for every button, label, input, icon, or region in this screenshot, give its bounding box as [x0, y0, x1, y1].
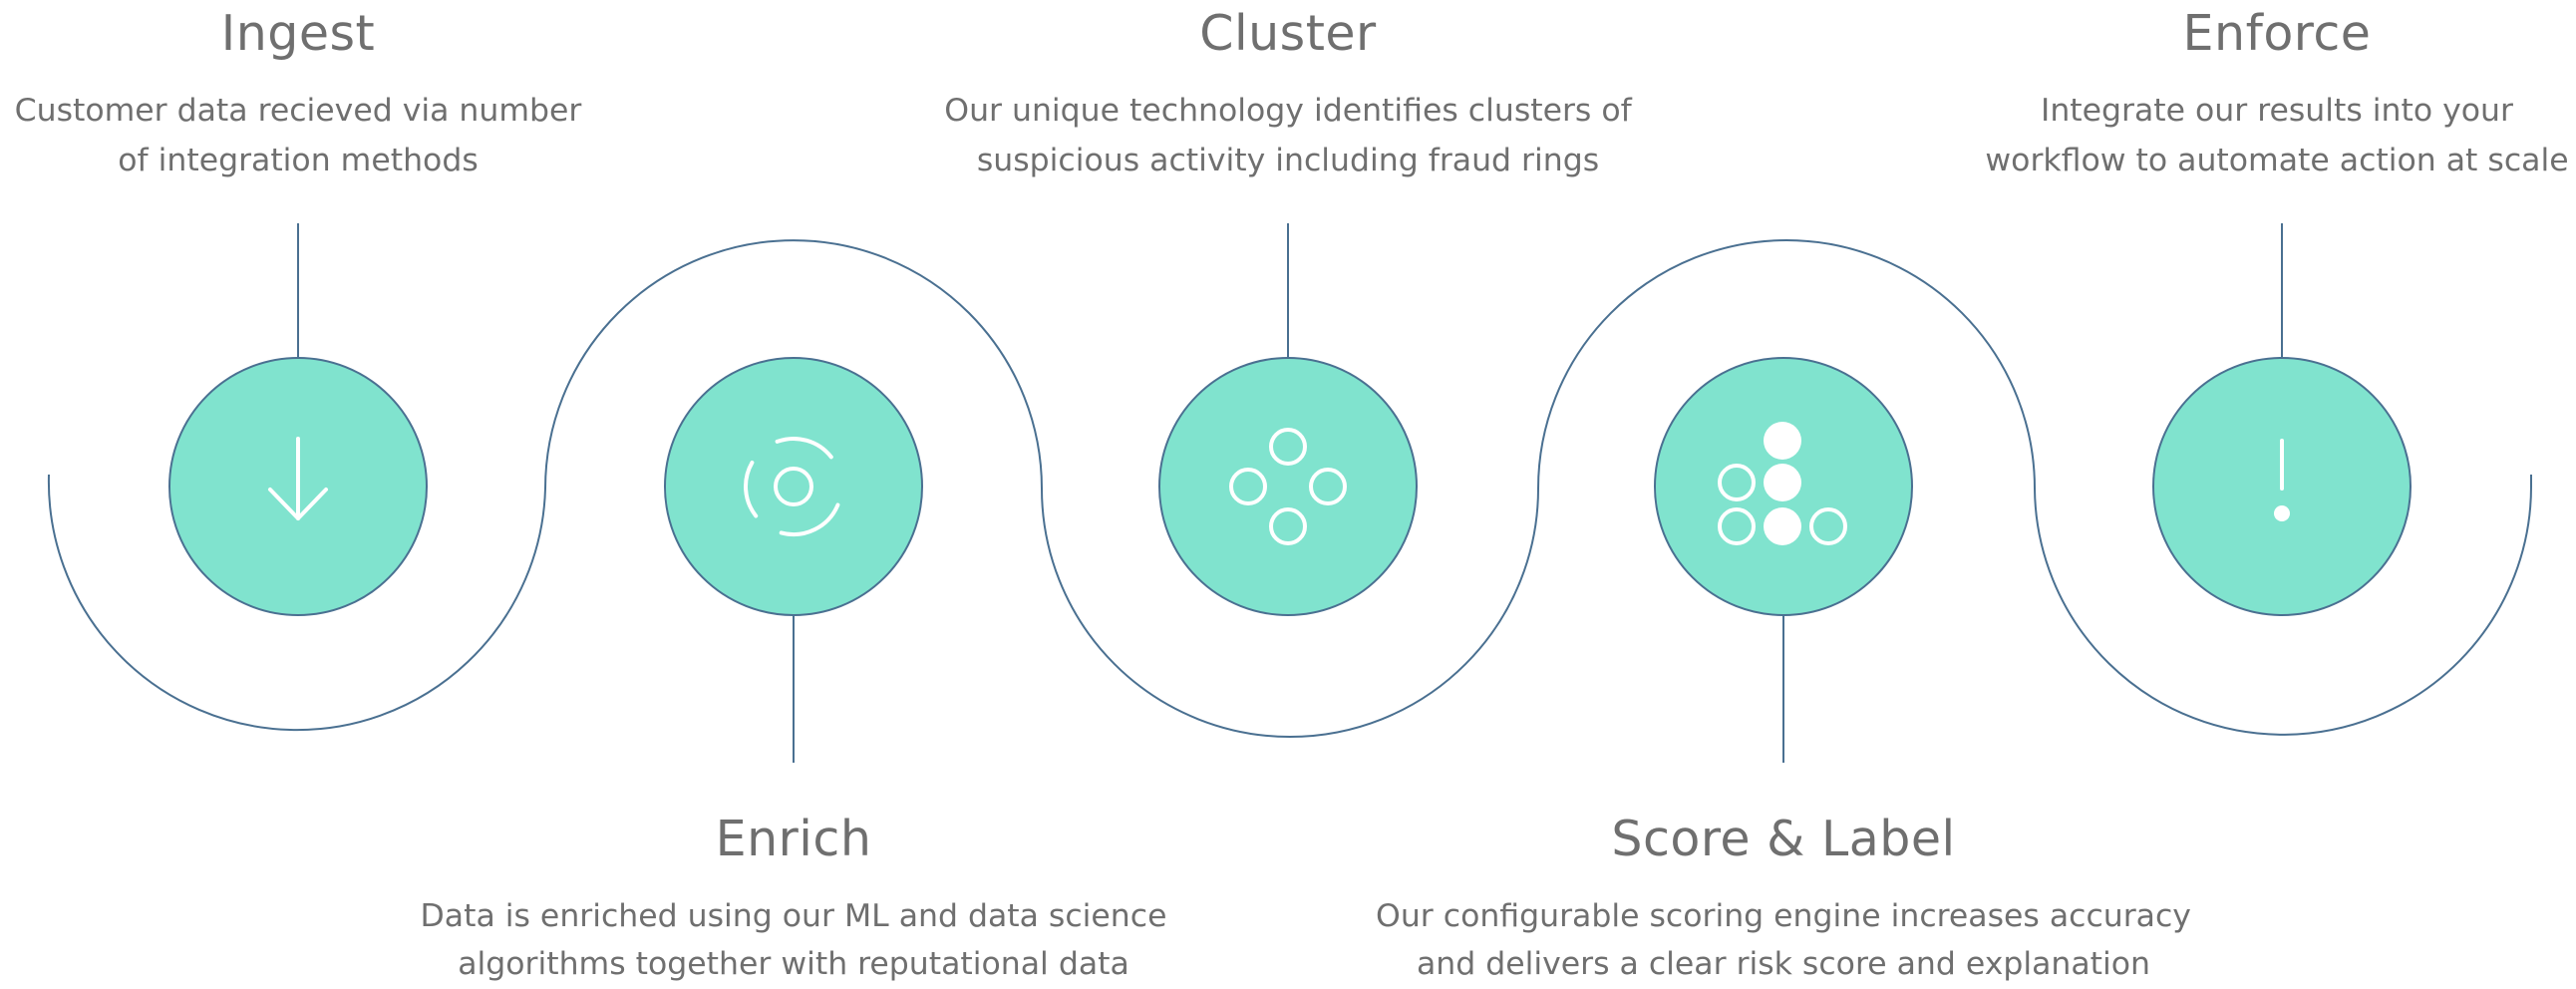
- enforce-description-line-1: Integrate our results into your: [2041, 93, 2513, 129]
- cluster-title: Cluster: [1199, 5, 1377, 62]
- score-dots-icon: [1718, 422, 1847, 545]
- score-label-description-line-2: and delivers a clear risk score and expl…: [1416, 946, 2150, 982]
- enforce-title: Enforce: [2182, 5, 2372, 62]
- node-cluster: [1158, 357, 1418, 616]
- ingest-description-line-2: of integration methods: [118, 143, 479, 178]
- node-enforce: [2152, 357, 2412, 616]
- cluster-dots-icon: [1229, 428, 1347, 545]
- cluster-description-line-2: suspicious activity including fraud ring…: [976, 143, 1600, 178]
- enforce-description-line-2: workflow to automate action at scale: [1985, 143, 2569, 178]
- node-enrich-circle: [664, 357, 923, 616]
- enrich-target-icon: [744, 437, 840, 537]
- score-label-description-line-1: Our configurable scoring engine increase…: [1376, 898, 2191, 934]
- node-score: [1654, 357, 1913, 616]
- enrich-description-line-1: Data is enriched using our ML and data s…: [420, 898, 1167, 934]
- ingest-title: Ingest: [220, 5, 376, 62]
- node-ingest: [168, 357, 428, 616]
- flow-wave-line: [47, 239, 2533, 738]
- cluster-description-line-1: Our unique technology identifies cluster…: [944, 93, 1632, 129]
- score-label-title: Score & Label: [1611, 811, 1956, 867]
- enrich-description-line-2: algorithms together with reputational da…: [458, 946, 1129, 982]
- node-enrich: [664, 357, 923, 616]
- enrich-title: Enrich: [715, 811, 872, 867]
- download-arrow-icon: [268, 437, 328, 520]
- node-cluster-circle: [1158, 357, 1418, 616]
- ingest-description-line-1: Customer data recieved via number: [14, 93, 582, 129]
- exclamation-icon: [2274, 439, 2290, 521]
